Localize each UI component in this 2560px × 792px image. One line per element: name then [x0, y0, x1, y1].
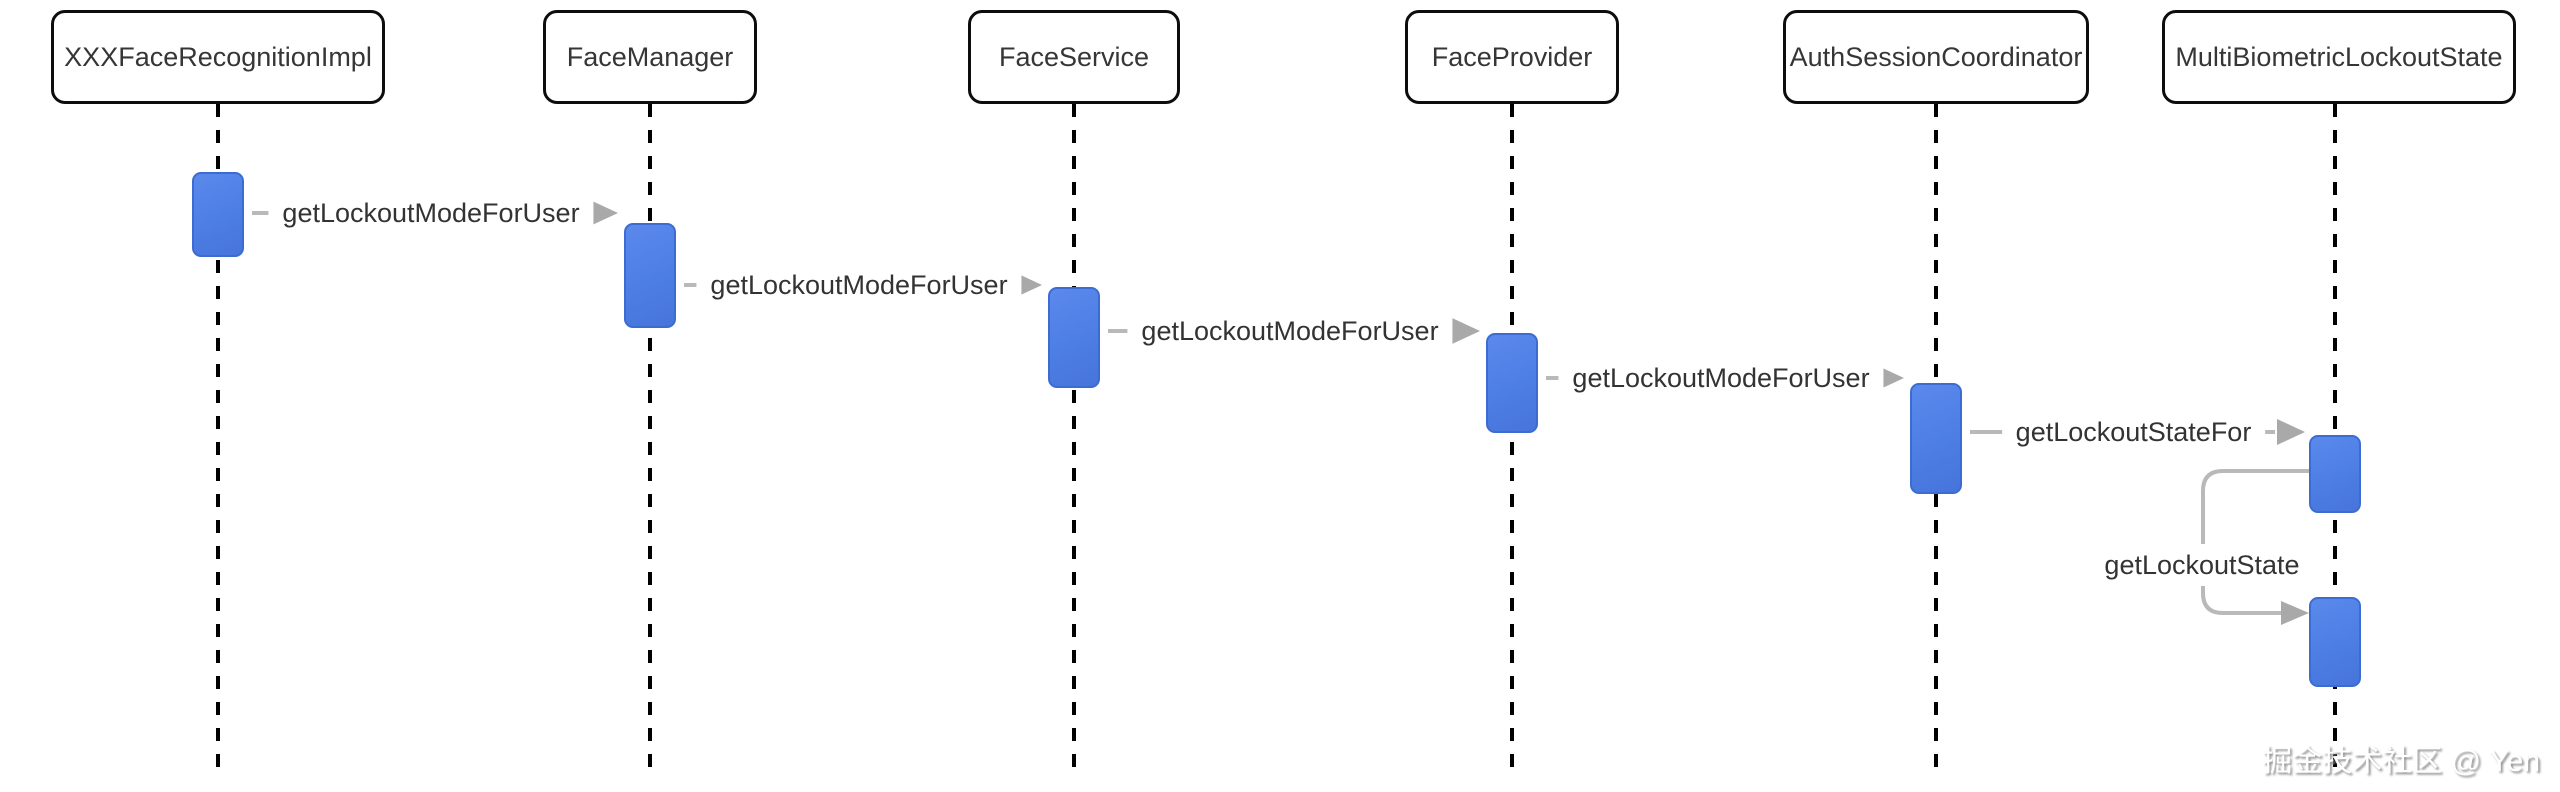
activation-bar-facemanager	[624, 223, 676, 328]
activation-bar-faceprovider	[1486, 333, 1538, 433]
activation-bar-xxxfacerecognitionimpl	[192, 172, 244, 257]
participant-box-faceprovider: FaceProvider	[1405, 10, 1619, 104]
activation-bar-faceservice	[1048, 287, 1100, 388]
participant-name: FaceProvider	[1431, 41, 1593, 72]
lifeline-xxxfacerecognitionimpl	[216, 104, 220, 770]
message-getlockoutmodeforuser-2: getLockoutModeForUser	[676, 263, 1042, 307]
watermark-text: 掘金技术社区 @ Yen	[2262, 745, 2540, 778]
message-label: getLockoutStateFor	[2001, 411, 2266, 453]
participant-box-facemanager: FaceManager	[543, 10, 757, 104]
lifeline-faceprovider	[1510, 104, 1514, 770]
message-label: getLockoutModeForUser	[1127, 310, 1453, 352]
participant-name: FaceService	[998, 41, 1150, 72]
arrow-right-icon	[590, 200, 618, 226]
arrow-right-icon	[2281, 601, 2309, 625]
message-label: getLockoutModeForUser	[1558, 357, 1884, 399]
activation-bar-authsessioncoordinator	[1910, 383, 1962, 494]
participant-box-multibiometriclockoutstate: MultiBiometricLockoutState	[2162, 10, 2516, 104]
arrow-right-icon	[2277, 419, 2305, 445]
message-label: getLockoutModeForUser	[268, 192, 594, 234]
participant-name: AuthSessionCoordinator	[1789, 41, 2083, 72]
self-message-getlockoutstate-path	[2201, 469, 2309, 625]
message-getlockoutmodeforuser-4: getLockoutModeForUser	[1538, 356, 1904, 400]
activation-bar-multibiometriclockoutstate-1	[2309, 435, 2361, 513]
participant-name: XXXFaceRecognitionImpl	[64, 41, 372, 72]
lifeline-facemanager	[648, 104, 652, 770]
participant-box-authsessioncoordinator: AuthSessionCoordinator	[1783, 10, 2089, 104]
message-getlockoutmodeforuser-3: getLockoutModeForUser	[1100, 309, 1480, 353]
lifeline-faceservice	[1072, 104, 1076, 770]
message-getlockoutmodeforuser-1: getLockoutModeForUser	[244, 191, 618, 235]
participant-name: MultiBiometricLockoutState	[2175, 41, 2503, 72]
message-getlockoutstatefor: getLockoutStateFor	[1962, 410, 2305, 454]
participant-box-xxxfacerecognitionimpl: XXXFaceRecognitionImpl	[51, 10, 385, 104]
participant-box-faceservice: FaceService	[968, 10, 1180, 104]
message-label: getLockoutState	[2102, 544, 2302, 586]
activation-bar-multibiometriclockoutstate-2	[2309, 597, 2361, 687]
message-label: getLockoutModeForUser	[696, 264, 1022, 306]
participant-name: FaceManager	[566, 41, 734, 72]
self-message-line	[2201, 469, 2309, 615]
arrow-right-icon	[1452, 318, 1480, 344]
